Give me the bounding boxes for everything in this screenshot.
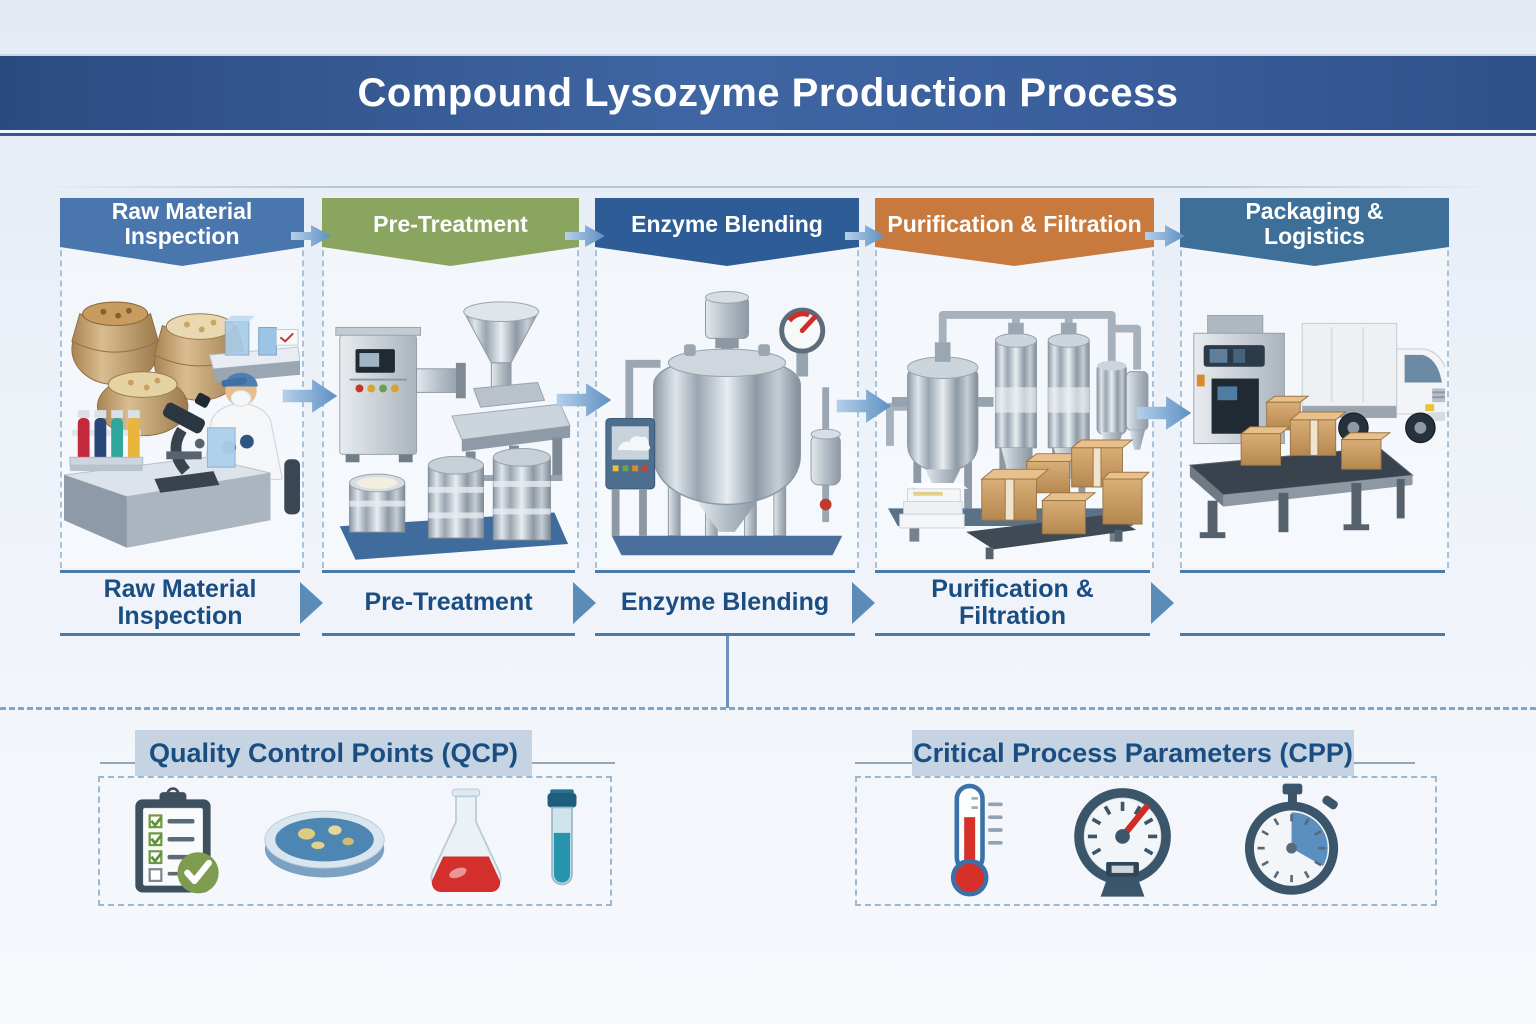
page-title: Compound Lysozyme Production Process	[357, 70, 1179, 115]
flow-arrow-icon	[573, 582, 596, 624]
petri-dish-icon	[264, 810, 385, 878]
test-tube-icon	[547, 789, 577, 886]
flow-arrow-icon	[565, 225, 605, 247]
qcp-section-title: Quality Control Points (QCP)	[135, 730, 532, 776]
stage-panel-purification-filtration: Purification & Filtration	[875, 198, 1154, 568]
flow-arrow-icon	[1151, 582, 1174, 624]
stage-illustration-wrap	[1182, 270, 1447, 568]
stage-panel-raw-material-inspection: Raw Material Inspection	[60, 198, 304, 568]
stage-illustration-wrap	[597, 270, 857, 568]
pre-treatment-illustration	[335, 301, 571, 560]
pressure-gauge-icon	[1074, 788, 1171, 897]
stage-illustration-wrap	[877, 270, 1152, 568]
stage-header-enzyme-blending: Enzyme Blending	[595, 198, 859, 266]
stage-illustration-wrap	[324, 270, 577, 568]
stage-illustration-wrap	[62, 270, 302, 568]
flow-arrow-icon	[852, 582, 875, 624]
stage-label: Purification & Filtration	[887, 210, 1142, 237]
stage-label: Raw Material Inspection	[111, 198, 253, 249]
stage-panel-pre-treatment: Pre-Treatment	[322, 198, 579, 568]
stage-header-raw-material-inspection: Raw Material Inspection	[60, 198, 304, 266]
flow-arrow-icon	[282, 379, 338, 413]
stage-label: Enzyme Blending	[631, 210, 823, 237]
stage-panel-enzyme-blending: Enzyme Blending	[595, 198, 859, 568]
stage-header-pre-treatment: Pre-Treatment	[322, 198, 579, 266]
stopwatch-icon	[1244, 783, 1339, 895]
flow-label-empty	[1180, 570, 1445, 636]
flow-arrow-icon	[1136, 396, 1192, 430]
stage-header-purification-filtration: Purification & Filtration	[875, 198, 1154, 266]
stage-label: Packaging & Logistics	[1245, 198, 1384, 249]
dashed-separator	[0, 707, 1536, 710]
banner-underline	[0, 133, 1536, 136]
flow-arrow-icon	[291, 225, 331, 247]
flow-label-raw-material-inspection: Raw Material Inspection	[60, 570, 300, 636]
purification-filtration-illustration	[886, 311, 1150, 560]
flow-arrow-icon	[556, 383, 612, 417]
flow-arrow-icon	[1145, 225, 1185, 247]
stage-panel-packaging-logistics: Packaging & Logistics	[1180, 198, 1449, 568]
flow-arrow-icon	[845, 225, 885, 247]
raw-material-inspection-illustration	[64, 301, 300, 548]
flow-arrow-icon	[300, 582, 323, 624]
connector-line	[726, 636, 729, 708]
stage-header-packaging-logistics: Packaging & Logistics	[1180, 198, 1449, 266]
qcp-section-box	[98, 776, 612, 906]
cpp-section-box	[855, 776, 1437, 906]
stage-label: Pre-Treatment	[373, 210, 528, 237]
packaging-logistics-illustration	[1188, 315, 1445, 539]
checklist-clipboard-icon	[135, 787, 219, 894]
divider-hairline	[40, 186, 1496, 188]
enzyme-blending-tank-illustration	[605, 291, 843, 556]
title-banner: Compound Lysozyme Production Process	[0, 54, 1536, 133]
erlenmeyer-flask-icon	[430, 788, 502, 893]
flow-arrow-icon	[836, 389, 892, 423]
flow-label-pre-treatment: Pre-Treatment	[322, 570, 575, 636]
flow-label-enzyme-blending: Enzyme Blending	[595, 570, 855, 636]
flow-label-purification-filtration: Purification & Filtration	[875, 570, 1150, 636]
cpp-section-title: Critical Process Parameters (CPP)	[912, 730, 1354, 776]
thermometer-icon	[950, 783, 1003, 897]
